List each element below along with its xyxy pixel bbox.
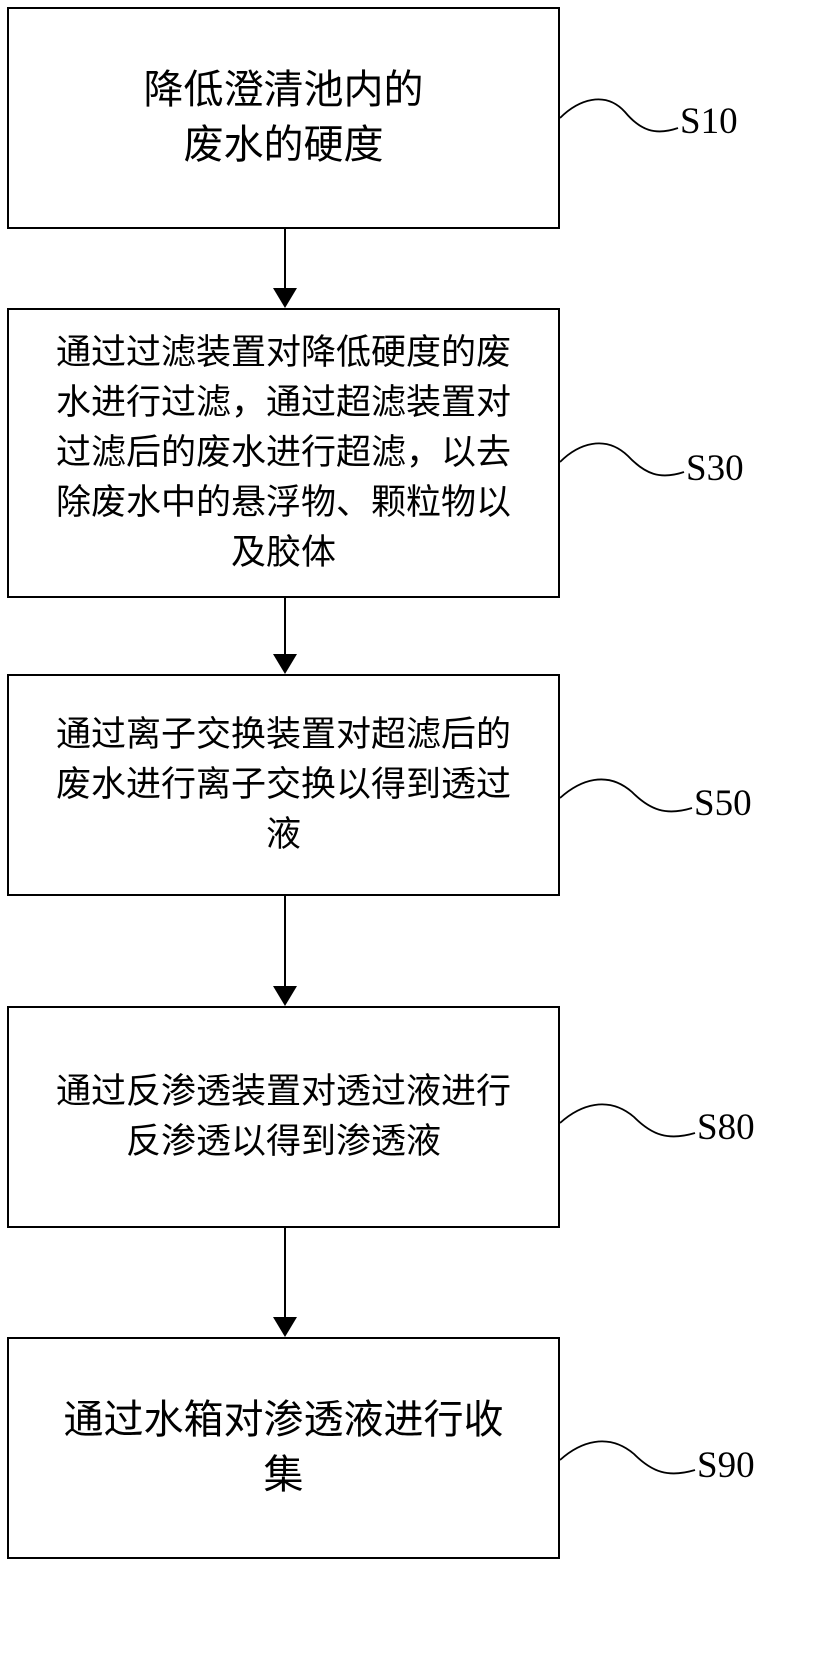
step-text-s80: 通过反渗透装置对透过液进行 反渗透以得到渗透液 (55, 1072, 511, 1162)
step-box-s50: 通过离子交换装置对超滤后的 废水进行离子交换以得到透过 液 (7, 674, 560, 896)
step-box-s90: 通过水箱对渗透液进行收 集 (7, 1337, 560, 1559)
step-label-s80: S80 (697, 1107, 755, 1148)
arrowhead-s30-s50 (273, 654, 297, 674)
arrowhead-s80-s90 (273, 1317, 297, 1337)
step-text-s50: 通过离子交换装置对超滤后的 废水进行离子交换以得到透过 液 (55, 715, 511, 855)
step-label-s10: S10 (680, 101, 738, 142)
arrowhead-s10-s30 (273, 288, 297, 308)
leader-curve-s10 (559, 98, 679, 133)
arrowhead-s50-s80 (273, 986, 297, 1006)
leader-curve-s30 (559, 442, 685, 477)
step-label-s90: S90 (697, 1445, 755, 1486)
leader-curve-s50 (559, 778, 693, 813)
step-box-s30: 通过过滤装置对降低硬度的废 水进行过滤，通过超滤装置对 过滤后的废水进行超滤，以… (7, 308, 560, 598)
step-text-s90: 通过水箱对渗透液进行收 集 (63, 1397, 504, 1498)
step-text-s10: 降低澄清池内的 废水的硬度 (143, 67, 424, 168)
leader-curve-s80 (559, 1103, 696, 1138)
leader-curve-s90 (559, 1440, 696, 1475)
step-box-s10: 降低澄清池内的 废水的硬度 (7, 7, 560, 229)
step-label-s30: S30 (686, 448, 744, 489)
step-box-s80: 通过反渗透装置对透过液进行 反渗透以得到渗透液 (7, 1006, 560, 1228)
step-label-s50: S50 (694, 783, 752, 824)
step-text-s30: 通过过滤装置对降低硬度的废 水进行过滤，通过超滤装置对 过滤后的废水进行超滤，以… (55, 333, 511, 573)
